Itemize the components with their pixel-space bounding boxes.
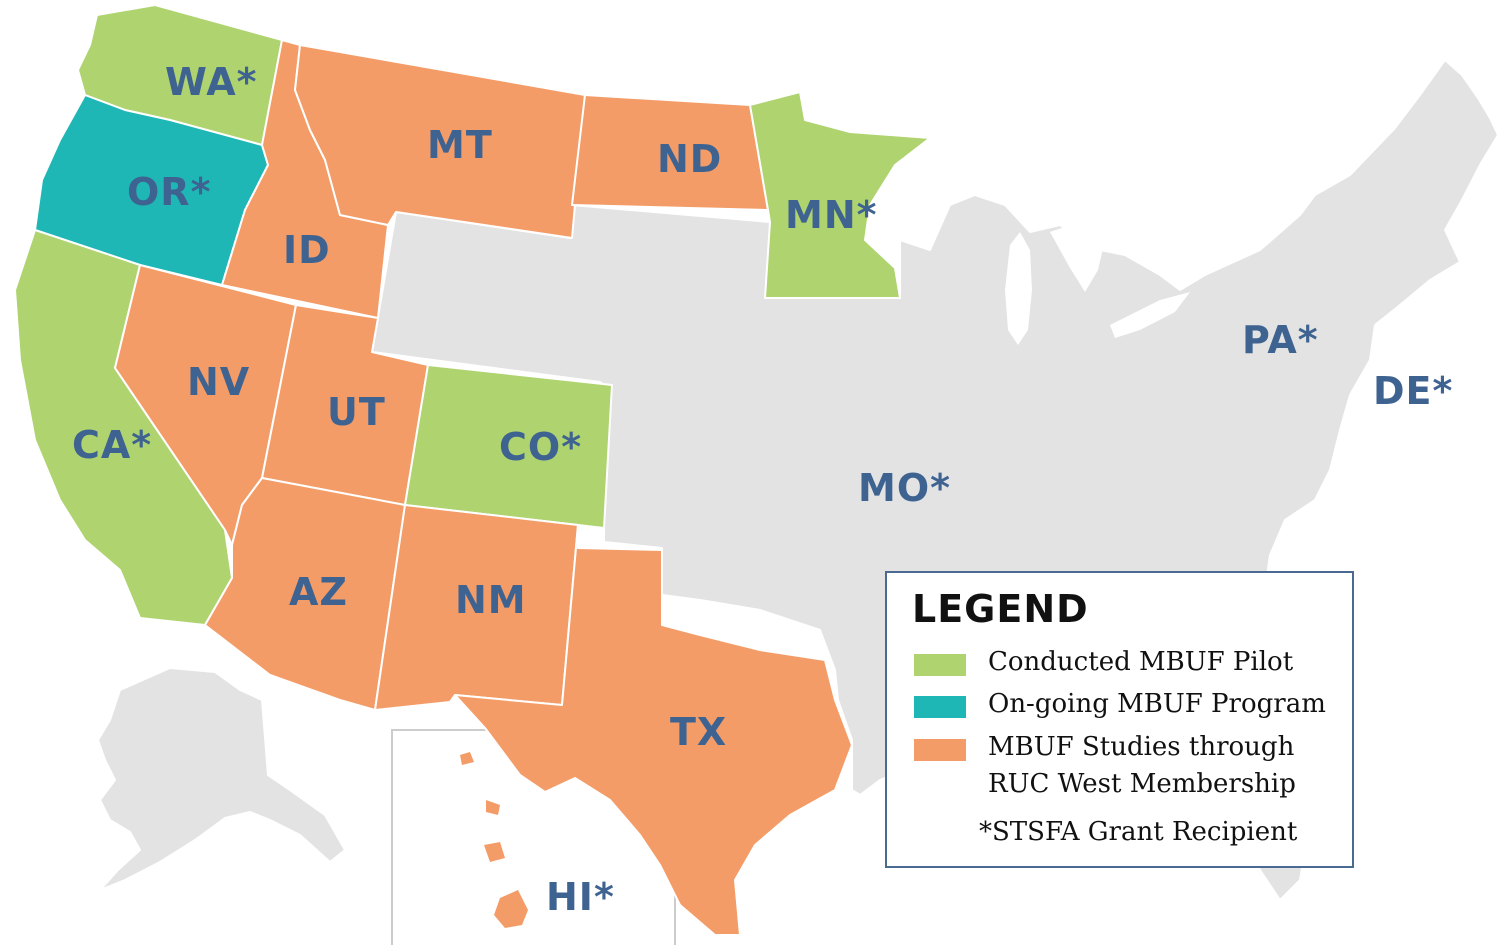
legend-swatch-studies bbox=[914, 739, 966, 761]
label-wa: WA* bbox=[165, 60, 258, 104]
legend-title: LEGEND bbox=[912, 587, 1089, 631]
legend-label-program: On-going MBUF Program bbox=[988, 689, 1326, 719]
label-tx: TX bbox=[670, 710, 727, 754]
label-hi: HI* bbox=[546, 875, 615, 919]
lake-huron bbox=[1050, 222, 1105, 292]
legend-note: *STSFA Grant Recipient bbox=[979, 817, 1298, 847]
legend-label-pilot: Conducted MBUF Pilot bbox=[988, 647, 1294, 677]
label-mt: MT bbox=[427, 123, 493, 167]
label-nm: NM bbox=[455, 578, 527, 622]
label-mn: MN* bbox=[785, 193, 878, 237]
label-nd: ND bbox=[657, 137, 722, 181]
legend-swatch-pilot bbox=[914, 654, 966, 676]
label-co: CO* bbox=[499, 425, 582, 469]
label-de: DE* bbox=[1373, 369, 1453, 413]
legend-item-studies: MBUF Studies through RUC West Membership bbox=[914, 732, 1308, 803]
legend-label-studies: MBUF Studies through RUC West Membership bbox=[988, 732, 1296, 799]
state-hi-oahu bbox=[486, 800, 500, 815]
lake-michigan bbox=[1005, 232, 1032, 345]
label-id: ID bbox=[283, 228, 331, 272]
state-hi-big-island bbox=[494, 890, 528, 928]
label-nv: NV bbox=[187, 360, 250, 404]
state-mn bbox=[749, 91, 931, 299]
legend-swatch-program bbox=[914, 696, 966, 718]
state-ak bbox=[97, 667, 346, 891]
lake-superior bbox=[905, 152, 1040, 190]
state-hi-kauai bbox=[460, 752, 474, 765]
label-az: AZ bbox=[289, 570, 348, 614]
state-hi-maui bbox=[484, 842, 505, 862]
label-ca: CA* bbox=[72, 423, 152, 467]
label-or: OR* bbox=[127, 170, 211, 214]
legend-item-pilot: Conducted MBUF Pilot bbox=[914, 647, 1348, 681]
label-pa: PA* bbox=[1242, 318, 1319, 362]
label-mo: MO* bbox=[858, 466, 951, 510]
lake-erie bbox=[1110, 292, 1190, 338]
state-tx bbox=[454, 524, 853, 936]
state-co bbox=[404, 364, 613, 529]
legend-item-program: On-going MBUF Program bbox=[914, 689, 1348, 723]
legend-box: LEGEND Conducted MBUF Pilot On-going MBU… bbox=[885, 571, 1354, 868]
label-ut: UT bbox=[327, 390, 386, 434]
